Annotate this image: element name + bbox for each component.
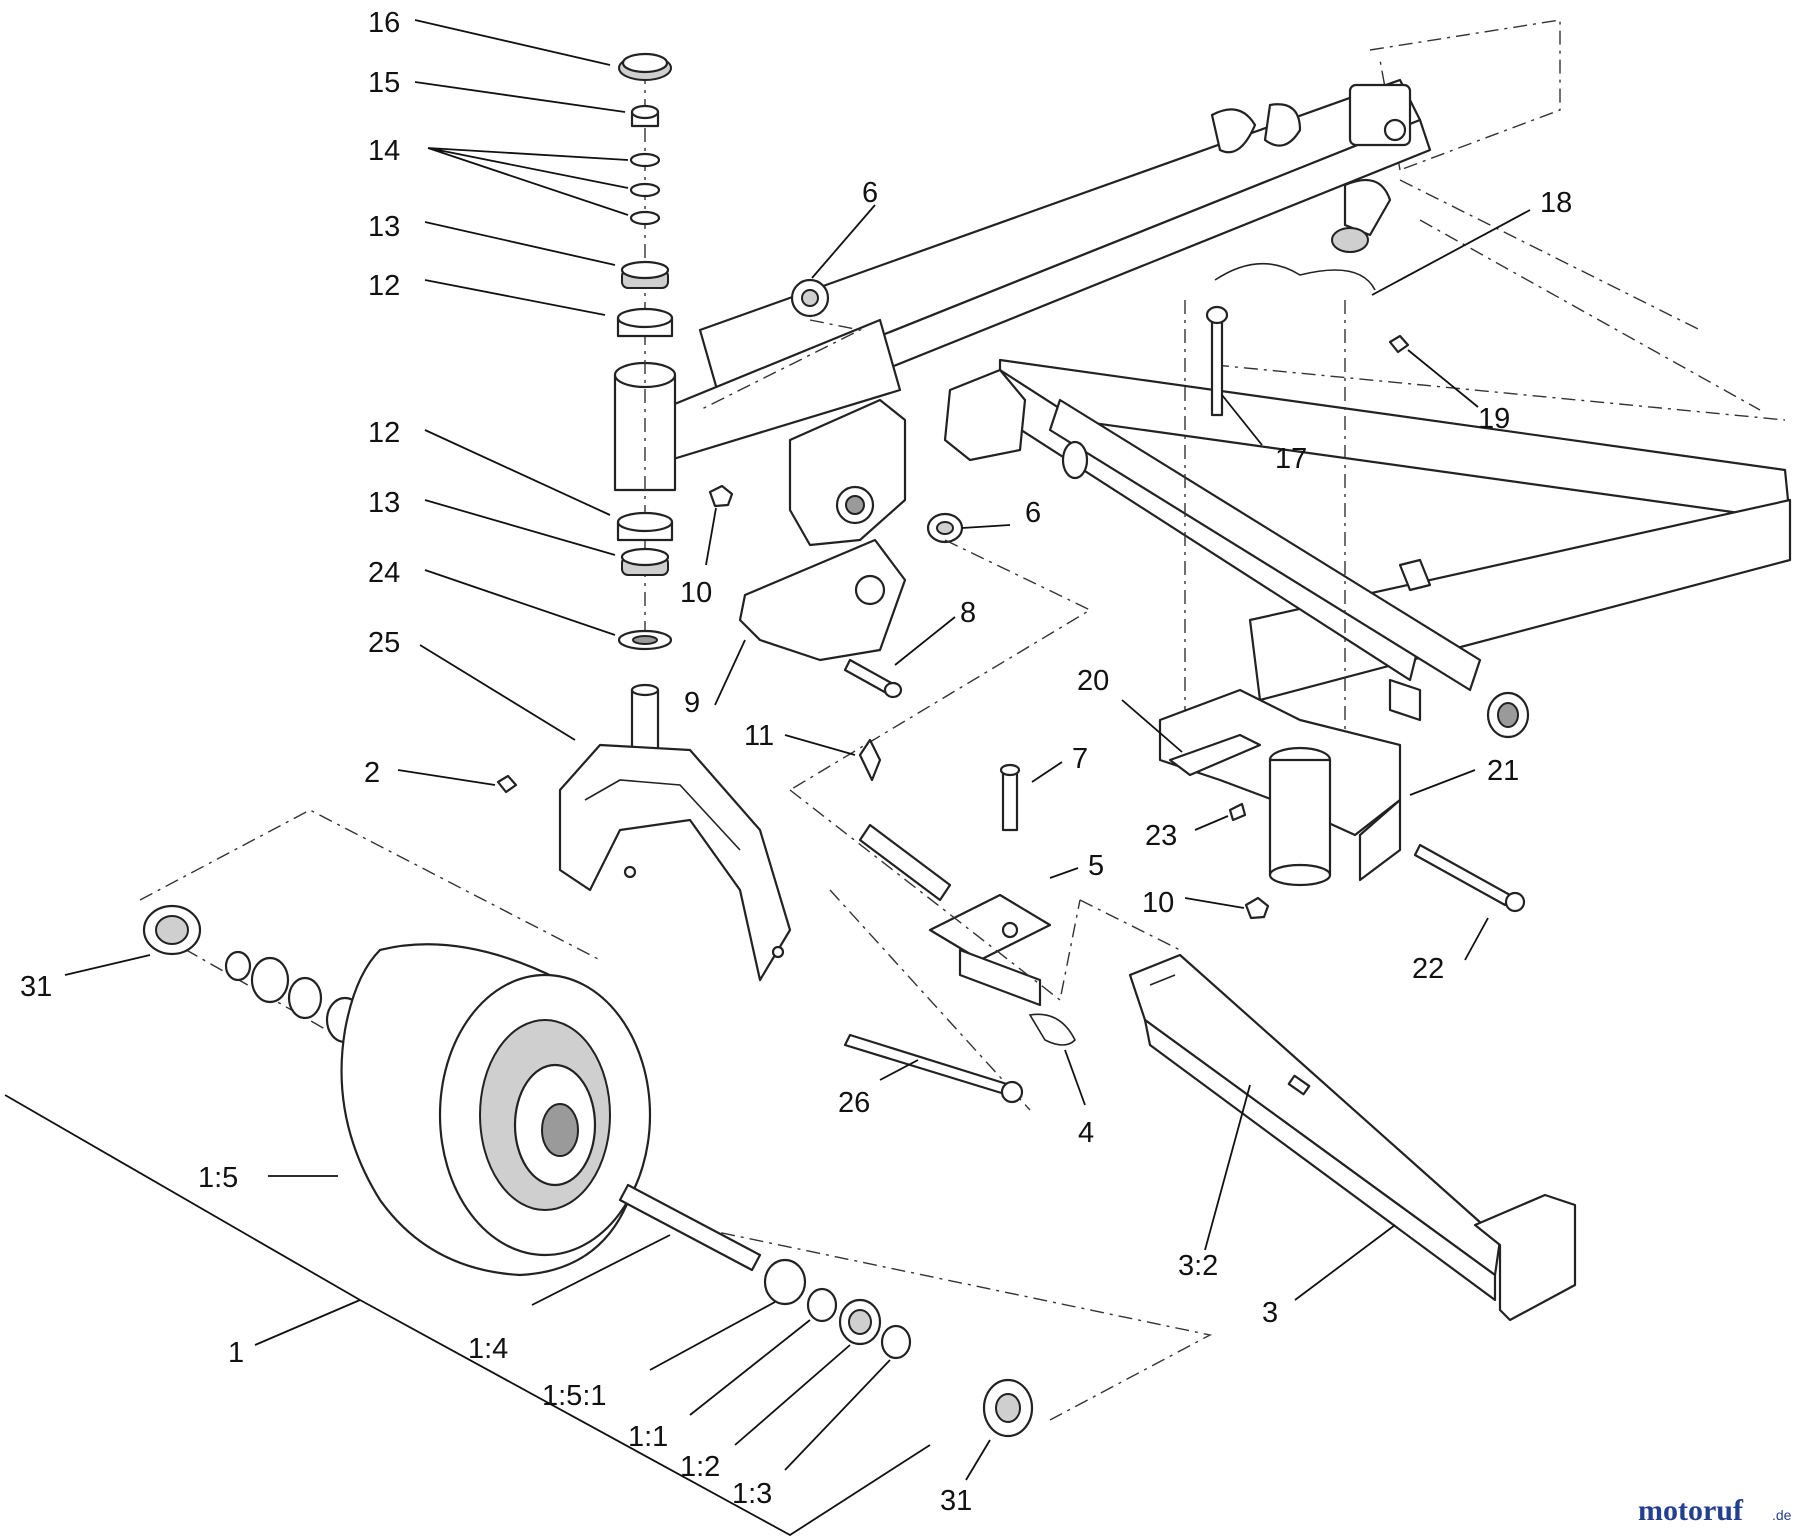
callout-19: 19 bbox=[1478, 403, 1510, 435]
callout-5: 5 bbox=[1088, 850, 1104, 882]
washer-14b bbox=[629, 182, 661, 198]
watermark-suffix: .de bbox=[1772, 1507, 1792, 1523]
callout-1-5: 1:5 bbox=[198, 1162, 238, 1194]
main-frame bbox=[698, 19, 1792, 739]
nut-10b bbox=[1244, 896, 1270, 920]
nut-10a bbox=[708, 484, 734, 508]
callout-12b: 12 bbox=[368, 417, 400, 449]
nut-2 bbox=[496, 774, 518, 794]
callout-8: 8 bbox=[960, 597, 976, 629]
watermark-logo: motoruf .de bbox=[1638, 1494, 1792, 1527]
hairpin-4 bbox=[1028, 1013, 1076, 1046]
callout-31b: 31 bbox=[940, 1485, 972, 1517]
callout-1-2: 1:2 bbox=[680, 1451, 720, 1483]
wheel-assembly bbox=[139, 774, 1213, 1438]
callout-13a: 13 bbox=[368, 211, 400, 243]
callout-1: 1 bbox=[228, 1337, 244, 1369]
callout-7: 7 bbox=[1072, 743, 1088, 775]
spacer-1-3 bbox=[880, 1324, 912, 1360]
pivot-stack bbox=[616, 52, 674, 651]
callout-10a: 10 bbox=[680, 577, 712, 609]
callout-9: 9 bbox=[684, 687, 700, 719]
pin-17 bbox=[1210, 318, 1224, 417]
callout-24: 24 bbox=[368, 557, 400, 589]
bolt-26 bbox=[843, 1033, 1012, 1097]
callout-1-1: 1:1 bbox=[628, 1421, 668, 1453]
callout-16: 16 bbox=[368, 7, 400, 39]
callout-21: 21 bbox=[1487, 755, 1519, 787]
callout-15: 15 bbox=[368, 67, 400, 99]
callout-18: 18 bbox=[1540, 187, 1572, 219]
seal-1-1 bbox=[806, 1287, 838, 1323]
bracket-9 bbox=[699, 278, 1092, 791]
pin-assembly bbox=[789, 738, 1081, 1007]
callout-6b: 6 bbox=[1025, 497, 1041, 529]
spacer-1-5-1 bbox=[763, 1258, 807, 1306]
lanyard-18 bbox=[1214, 262, 1376, 291]
callout-11: 11 bbox=[744, 720, 774, 752]
callout-labels: 16 15 14 13 12 12 13 24 25 2 31 6 6 10 8… bbox=[20, 7, 1572, 1517]
pin-7 bbox=[1001, 768, 1019, 832]
bracket-5 bbox=[928, 893, 1052, 962]
callout-23: 23 bbox=[1145, 820, 1177, 852]
callout-13b: 13 bbox=[368, 487, 400, 519]
callout-31a: 31 bbox=[20, 971, 52, 1003]
screw-23 bbox=[1228, 802, 1247, 822]
callout-26: 26 bbox=[838, 1087, 870, 1119]
callout-4: 4 bbox=[1078, 1117, 1094, 1149]
callout-1-5-1: 1:5:1 bbox=[542, 1380, 607, 1412]
pin-11 bbox=[858, 738, 882, 782]
callout-2: 2 bbox=[364, 757, 380, 789]
caster-mount bbox=[613, 318, 1089, 547]
nut-19 bbox=[1388, 334, 1410, 354]
callout-20: 20 bbox=[1077, 665, 1109, 697]
callout-6a: 6 bbox=[862, 177, 878, 209]
washer-14c bbox=[629, 210, 661, 226]
bracket-20-21 bbox=[1158, 262, 1526, 920]
callout-25: 25 bbox=[368, 627, 400, 659]
callout-12a: 12 bbox=[368, 270, 400, 302]
decal-3-2 bbox=[1287, 1074, 1311, 1096]
callout-1-4: 1:4 bbox=[468, 1333, 508, 1365]
leader-lines bbox=[4, 19, 1531, 1536]
watermark-brand: motoruf bbox=[1638, 1494, 1744, 1527]
caster-fork bbox=[558, 683, 792, 982]
callout-10b: 10 bbox=[1142, 887, 1174, 919]
axle-1-4 bbox=[618, 1183, 762, 1272]
tongue-3 bbox=[1079, 899, 1577, 1322]
washer-14a bbox=[629, 152, 661, 168]
callout-17: 17 bbox=[1275, 443, 1307, 475]
bolt-22 bbox=[1413, 843, 1512, 907]
callout-3-2: 3:2 bbox=[1178, 1250, 1218, 1282]
callout-1-3: 1:3 bbox=[732, 1478, 772, 1510]
callout-3: 3 bbox=[1262, 1297, 1278, 1329]
callout-14: 14 bbox=[368, 135, 400, 167]
callout-22: 22 bbox=[1412, 953, 1444, 985]
